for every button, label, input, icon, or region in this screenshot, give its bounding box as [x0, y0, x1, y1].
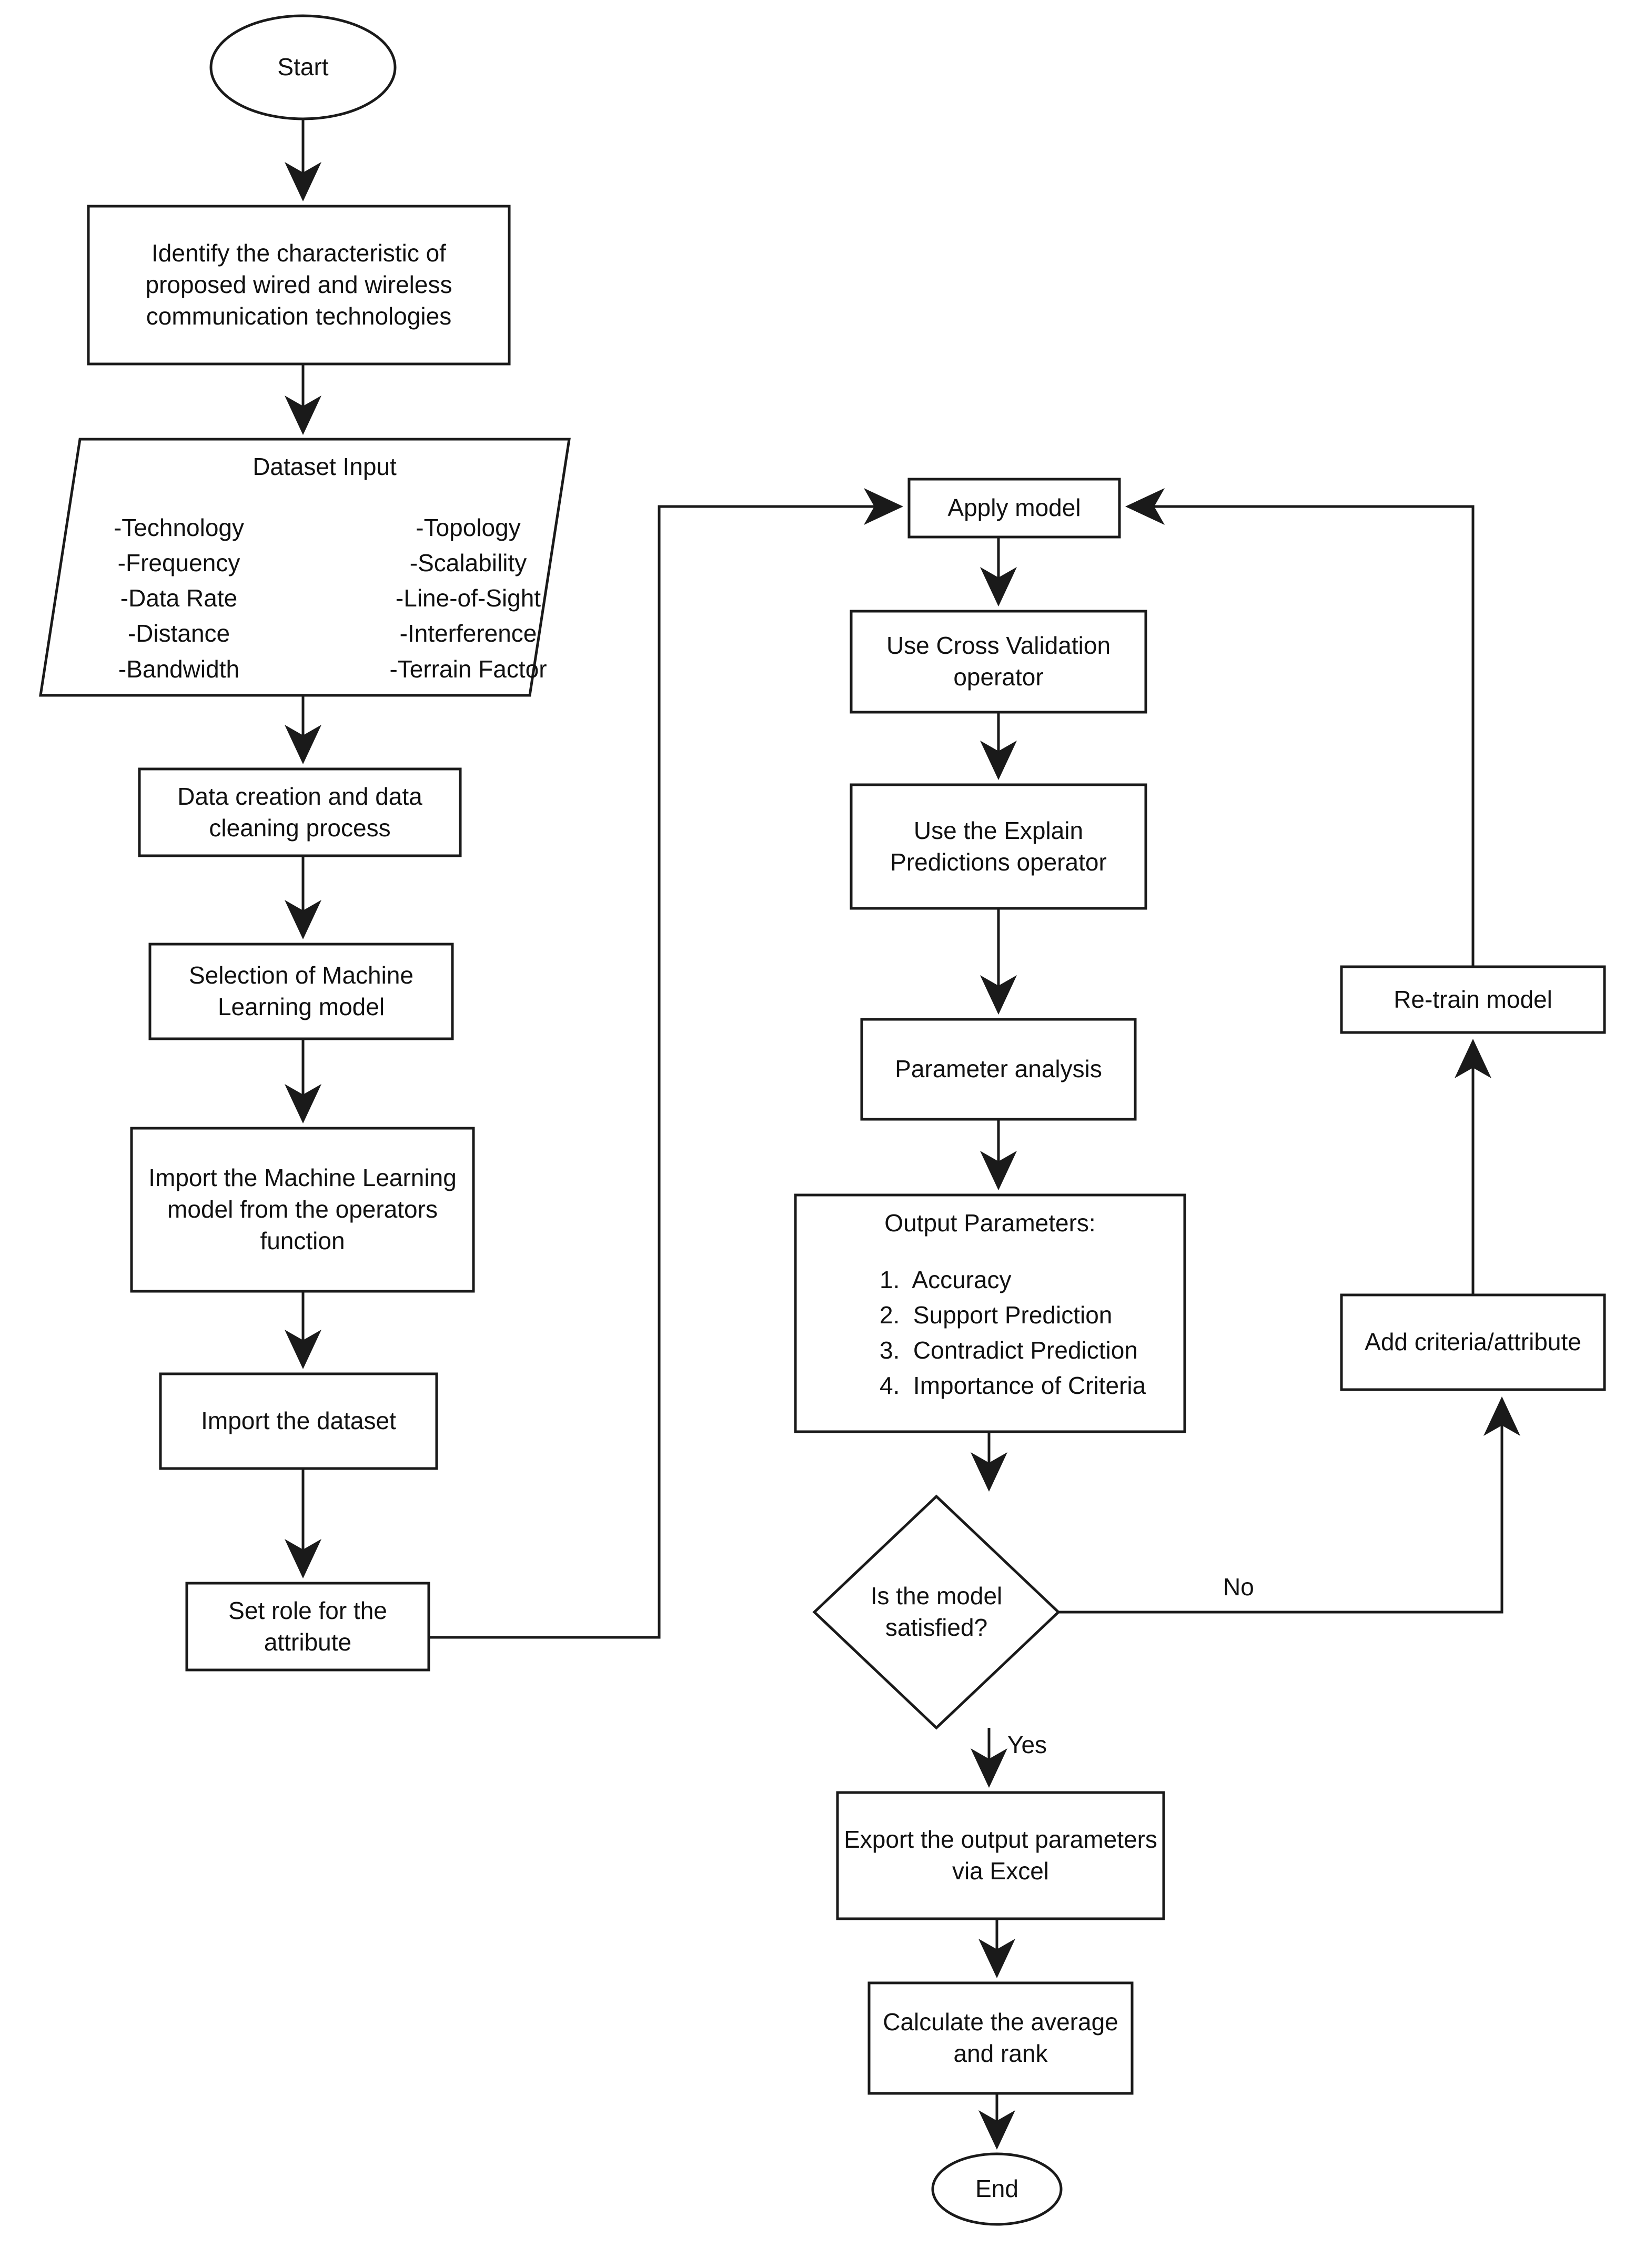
- node-identify-shape: [87, 205, 511, 366]
- node-output-parameters-title: Output Parameters:: [884, 1209, 1096, 1237]
- node-calculate-rank-shape: [867, 1981, 1134, 2095]
- node-apply-model-shape: [907, 478, 1121, 539]
- node-dataset-input-columns: -Technology-Frequency-Data Rate-Distance…: [95, 510, 558, 687]
- edge-decision-no-to-add-criteria: [1058, 1396, 1520, 1614]
- node-end-shape: [931, 2152, 1063, 2226]
- node-start-shape: [209, 14, 397, 120]
- node-set-role-shape: [185, 1582, 430, 1672]
- edge-label-no: No: [1223, 1573, 1254, 1601]
- dataset-column-left: -Technology-Frequency-Data Rate-Distance…: [113, 514, 245, 683]
- node-decision-shape: [812, 1494, 1061, 1730]
- node-explain-predictions-shape: [850, 783, 1147, 910]
- node-data-cleaning-shape: [138, 767, 462, 857]
- dataset-column-right: -Topology-Scalability-Line-of-Sight-Inte…: [389, 514, 547, 683]
- edge-label-yes: Yes: [1007, 1731, 1047, 1758]
- node-import-dataset-shape: [159, 1372, 438, 1470]
- node-output-parameters-shape: [794, 1193, 1186, 1433]
- node-add-criteria-shape: [1340, 1293, 1606, 1391]
- node-parameter-analysis-shape: [860, 1018, 1137, 1121]
- edge-retrain-to-apply-model: [1125, 488, 1475, 967]
- node-retrain-model-shape: [1340, 965, 1606, 1034]
- node-dataset-input-shape: [39, 438, 571, 697]
- node-cross-validation-shape: [850, 610, 1147, 714]
- edge-set-role-to-apply-model: [429, 488, 903, 1639]
- node-dataset-input-title: Dataset Input: [253, 453, 397, 480]
- node-import-model-shape: [130, 1127, 475, 1293]
- node-model-selection-shape: [148, 943, 454, 1040]
- node-export-excel-shape: [836, 1791, 1165, 1920]
